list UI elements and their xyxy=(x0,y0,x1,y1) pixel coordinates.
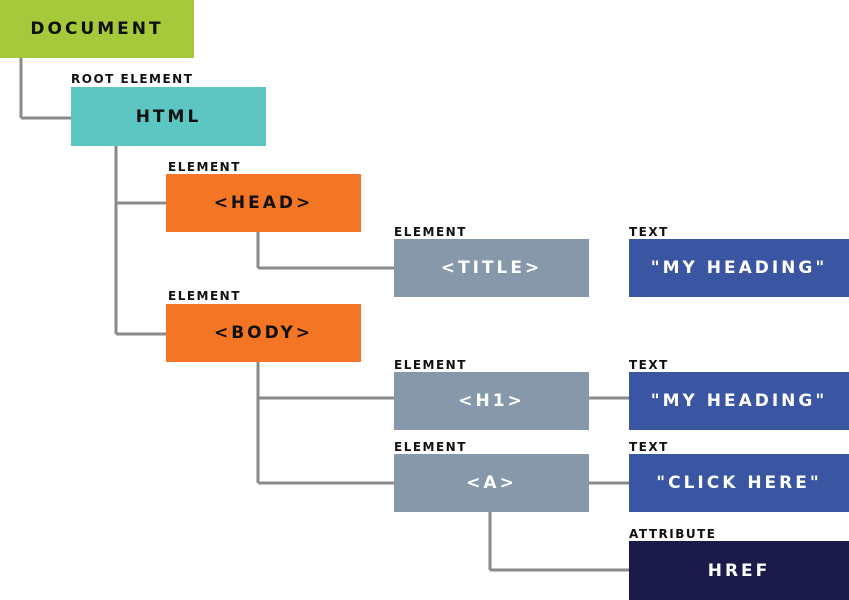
node-a-text-value: "CLICK HERE" xyxy=(656,473,822,493)
node-a: <A> xyxy=(394,454,589,512)
node-head-text: <HEAD> xyxy=(213,193,314,213)
label-body-element: ELEMENT xyxy=(168,289,241,303)
node-html-text: HTML xyxy=(135,106,202,127)
node-title-text: <TITLE> xyxy=(440,258,543,278)
label-attribute: ATTRIBUTE xyxy=(629,527,717,541)
label-root-element: ROOT ELEMENT xyxy=(71,72,194,86)
node-h1-text-value: "MY HEADING" xyxy=(650,391,828,411)
node-h1-text: "MY HEADING" xyxy=(629,372,849,430)
node-a-text: <A> xyxy=(466,473,517,493)
label-h1-text: TEXT xyxy=(629,358,669,372)
node-href: HREF xyxy=(629,541,849,600)
node-body-text: <BODY> xyxy=(213,323,314,343)
node-body: <BODY> xyxy=(166,304,361,362)
label-title-element: ELEMENT xyxy=(394,225,467,239)
node-a-text: "CLICK HERE" xyxy=(629,454,849,512)
node-head: <HEAD> xyxy=(166,174,361,232)
node-h1: <H1> xyxy=(394,372,589,430)
node-title-text: "MY HEADING" xyxy=(629,239,849,297)
node-h1-text: <H1> xyxy=(458,391,525,411)
node-document: DOCUMENT xyxy=(0,0,194,58)
label-a-text: TEXT xyxy=(629,440,669,454)
label-a-element: ELEMENT xyxy=(394,440,467,454)
node-title: <TITLE> xyxy=(394,239,589,297)
node-html: HTML xyxy=(71,87,266,146)
label-h1-element: ELEMENT xyxy=(394,358,467,372)
label-title-text: TEXT xyxy=(629,225,669,239)
node-href-text: HREF xyxy=(707,560,771,581)
node-title-text-value: "MY HEADING" xyxy=(650,258,828,278)
label-head-element: ELEMENT xyxy=(168,160,241,174)
node-document-text: DOCUMENT xyxy=(30,19,164,39)
